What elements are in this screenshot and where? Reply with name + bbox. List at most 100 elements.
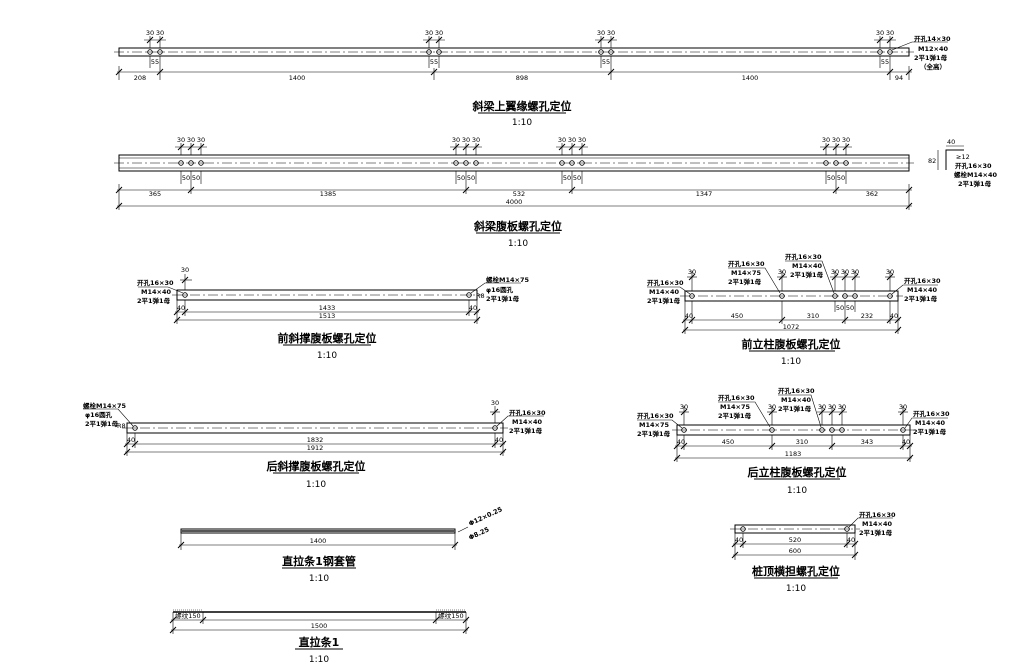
dim-segment: 40: [902, 438, 910, 446]
view-title: 前斜撑腹板螺孔定位: [278, 331, 377, 345]
view-scale: 1:10: [512, 118, 532, 128]
dim-spacing: 30: [197, 136, 205, 144]
dim-spacing: 30: [842, 136, 850, 144]
dim-offset: 40: [495, 436, 503, 444]
dim-offset: 40: [469, 304, 477, 312]
bolt-note: M14×75: [720, 403, 750, 411]
dim-spacing: 30: [838, 403, 846, 411]
dim-segment: 232: [861, 312, 873, 320]
dim-segment: 310: [796, 438, 808, 446]
dim-segment: 532: [513, 190, 525, 198]
dim-segment: 365: [149, 190, 161, 198]
dim-spacing: 30: [607, 29, 615, 37]
sleeve-note: Φ12×0.25: [467, 505, 503, 528]
section-dim: ≥12: [956, 153, 970, 161]
bolt-note: 螺栓M14×40: [954, 170, 997, 179]
dim-segment: 40: [677, 438, 685, 446]
slot-section-detail: 40 ≥12 82 开孔16×30 螺栓M14×40 2平1弹1母: [928, 138, 997, 188]
dim-total: 1183: [785, 450, 802, 458]
bolt-note: 开孔16×30: [637, 412, 674, 420]
bolt-note: M14×75: [731, 269, 761, 277]
bolt-note: 开孔16×30: [728, 260, 765, 268]
bolt-note: 开孔16×30: [955, 162, 992, 170]
panel-pile-cap: 开孔16×30 M14×40 2平1弹1母 40 520 40 600 桩顶横担…: [730, 511, 896, 594]
view-title: 斜梁上翼缘螺孔定位: [472, 99, 572, 113]
view-title: 前立柱腹板螺孔定位: [742, 337, 841, 351]
bolt-note: 2平1弹1母: [137, 296, 171, 305]
dim-total: 1912: [307, 444, 324, 452]
view-title: 斜梁腹板螺孔定位: [473, 219, 562, 233]
dim-spacing: 30: [472, 136, 480, 144]
bolt-note: M14×40: [862, 520, 892, 528]
view-title: 直拉条1钢套管: [282, 554, 356, 568]
bolt-note: 2平1弹1母: [509, 426, 543, 435]
dim-offset: 55: [881, 58, 889, 66]
dim-segment: 40: [685, 312, 693, 320]
dim-segment: 1385: [320, 190, 337, 198]
bolt-note: 螺栓M14×75: [83, 401, 126, 410]
dim-spacing: 30: [832, 136, 840, 144]
dim-spacing: 30: [886, 268, 894, 276]
dim-segment: 1347: [696, 190, 713, 198]
bolt-note: φ16圆孔: [85, 410, 113, 419]
dim-segment: 94: [895, 74, 903, 82]
view-scale: 1:10: [309, 574, 329, 584]
dim-spacing: 30: [831, 268, 839, 276]
dim-segment: 1832: [307, 436, 324, 444]
bolt-note: 螺栓M14×75: [486, 275, 529, 284]
view-scale: 1:10: [306, 480, 326, 490]
dim-offset: 50: [846, 304, 854, 312]
dim-offset: 50: [827, 174, 835, 182]
radius-label: R8: [476, 292, 485, 300]
dim-offset: 55: [430, 58, 438, 66]
dim-spacing: 30: [828, 403, 836, 411]
bolt-note: M14×40: [792, 262, 822, 270]
dim-offset: 40: [127, 436, 135, 444]
dim-segment: 450: [722, 438, 734, 446]
dim-spacing: 30: [578, 136, 586, 144]
bolt-note: 2平1弹1母: [914, 53, 948, 62]
dim-spacing: 30: [778, 268, 786, 276]
dim-total: 1500: [311, 622, 328, 630]
view-title: 桩顶横担螺孔定位: [752, 564, 840, 578]
dim-segment: 1400: [289, 74, 306, 82]
dim-total: 600: [789, 547, 801, 555]
dim-spacing: 30: [886, 29, 894, 37]
bolt-note: 开孔16×30: [137, 279, 174, 287]
panel-beam-flange: 30 30 30 30 30 30 30 30 55 55 55 55 208 …: [114, 29, 951, 128]
bolt-note: 2平1弹1母: [647, 296, 681, 305]
dim-offset: 50: [182, 174, 190, 182]
dim-spacing: 30: [187, 136, 195, 144]
panel-tie-rod: 螺纹150 螺纹150 1500 直拉条1 1:10: [169, 609, 470, 665]
bolt-note: 2平1弹1母: [958, 179, 992, 188]
dim-offset: 50: [836, 304, 844, 312]
bolt-note: 开孔14×30: [914, 35, 951, 43]
bolt-note: M14×40: [512, 418, 542, 426]
dim-spacing: 30: [597, 29, 605, 37]
dim-offset: 55: [151, 58, 159, 66]
bolt-note: M14×75: [639, 421, 669, 429]
view-scale: 1:10: [786, 584, 806, 594]
bolt-note: M14×40: [907, 286, 937, 294]
dim-offset: 50: [573, 174, 581, 182]
dim-offset: 50: [457, 174, 465, 182]
bolt-note: 2平1弹1母: [778, 404, 812, 413]
dim-segment: 40: [890, 312, 898, 320]
panel-front-brace: 30 开孔16×30 M14×40 2平1弹1母 螺栓M14×75 φ16圆孔 …: [137, 266, 529, 361]
dim-offset: 55: [602, 58, 610, 66]
view-scale: 1:10: [317, 351, 337, 361]
dim-segment: 1433: [319, 304, 336, 312]
panel-sleeve: Φ12×0.25 Φ8.25 1400 直拉条1钢套管 1:10: [177, 505, 504, 584]
bolt-note: M14×40: [141, 288, 171, 296]
bolt-note: 2平1弹1母: [718, 411, 752, 420]
dim-spacing: 30: [818, 403, 826, 411]
bolt-note: M14×40: [781, 396, 811, 404]
dim-spacing: 30: [822, 136, 830, 144]
dim-spacing: 30: [452, 136, 460, 144]
dim-spacing: 30: [899, 403, 907, 411]
bolt-note: M14×40: [649, 288, 679, 296]
bolt-note: 开孔16×30: [904, 277, 941, 285]
dim-segment: 40: [847, 536, 855, 544]
bolt-note: 2平1弹1母: [859, 528, 893, 537]
view-title: 后立柱腹板螺孔定位: [748, 465, 847, 479]
